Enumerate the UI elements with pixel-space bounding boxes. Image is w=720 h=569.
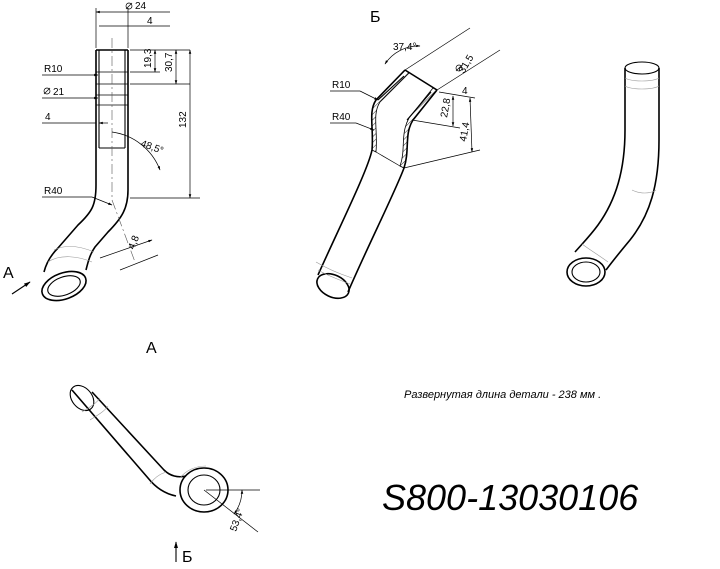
main-dim-radius-bend: R40 [44, 186, 63, 197]
section-dim-radius-small: R10 [332, 80, 351, 91]
section-dim-len-b: 41,4 [458, 121, 472, 143]
section-dim-dia-outer: 31,5 [457, 53, 476, 76]
main-view: 24 4 19,3 30,7 132 R10 21 4 48,5° R40 [3, 1, 200, 302]
part-number: S800-13030106 [382, 477, 639, 518]
view-a: А 53,4° Б [69, 340, 260, 566]
main-tube-right-edge [85, 50, 129, 271]
main-dim-radius-small: R10 [44, 64, 63, 75]
main-dim-angle: 48,5° [139, 138, 165, 156]
main-dim-total-height: 132 [178, 111, 189, 128]
main-dim-wall-side: 4 [45, 112, 51, 123]
section-dim-len-a: 22,8 [439, 97, 453, 119]
section-b-title: Б [370, 9, 381, 26]
main-dim-offset: 4,8 [127, 234, 143, 251]
section-dim-wall: 4 [462, 86, 468, 97]
main-dim-dia-outer: 24 [135, 1, 147, 12]
view-a-title: А [146, 340, 157, 357]
view-a-arrow-label: А [3, 265, 14, 282]
main-dim-wall-top: 4 [147, 16, 153, 27]
main-dim-dia-inner: 21 [53, 87, 65, 98]
iso-view [566, 61, 660, 287]
section-b-view: Б 37,4° 31,5 R10 R40 4 22,8 [315, 9, 501, 300]
section-dim-radius-bend: R40 [332, 112, 351, 123]
view-b-arrow-label: Б [182, 549, 193, 566]
section-dim-angle: 37,4° [393, 42, 416, 53]
main-tube-left-edge [43, 50, 97, 273]
main-dim-len-a: 19,3 [143, 48, 154, 68]
main-dim-len-b: 30,7 [164, 52, 175, 72]
developed-length-note: Развернутая длина детали - 238 мм . [404, 389, 601, 401]
